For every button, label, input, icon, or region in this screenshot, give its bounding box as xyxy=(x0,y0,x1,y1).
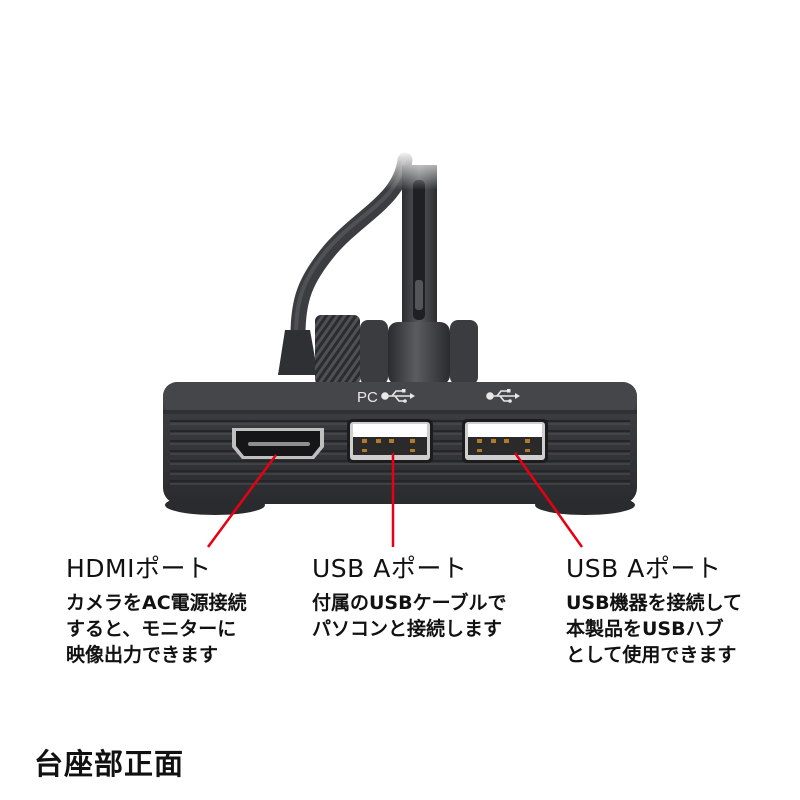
callout-description: カメラをAC電源接続 すると、モニターに 映像出力できます xyxy=(66,592,247,666)
product-photo: PC xyxy=(163,150,637,548)
usb-a-port-pc[interactable] xyxy=(347,419,433,463)
callout-hdmi: HDMIポート カメラをAC電源接続 すると、モニターに 映像出力できます xyxy=(66,554,247,668)
callout-title: USB Aポート xyxy=(566,554,722,583)
callout-title: HDMIポート xyxy=(66,554,212,583)
usb-icon xyxy=(486,389,520,403)
hinge xyxy=(360,320,478,385)
pc-label: PC xyxy=(357,389,378,406)
hdmi-port[interactable] xyxy=(232,428,324,459)
callout-title: USB Aポート xyxy=(312,554,468,583)
usb-a-port-hub[interactable] xyxy=(462,419,548,463)
callout-line-usb-hub xyxy=(513,452,584,548)
callout-description: USB機器を接続して 本製品をUSBハブ として使用できます xyxy=(566,592,743,666)
usb-icon xyxy=(381,389,415,403)
page-caption: 台座部正面 xyxy=(34,747,185,781)
stand-arm xyxy=(402,165,437,330)
callout-description: 付属のUSBケーブルで パソコンと接続します xyxy=(312,592,507,640)
callout-line-hdmi xyxy=(206,454,278,548)
callout-usb-a-pc: USB Aポート 付属のUSBケーブルで パソコンと接続します xyxy=(312,554,506,642)
knurled-knob[interactable] xyxy=(315,315,360,385)
callout-usb-a-hub: USB Aポート USB機器を接続して 本製品をUSBハブ として使用できます xyxy=(566,554,742,668)
